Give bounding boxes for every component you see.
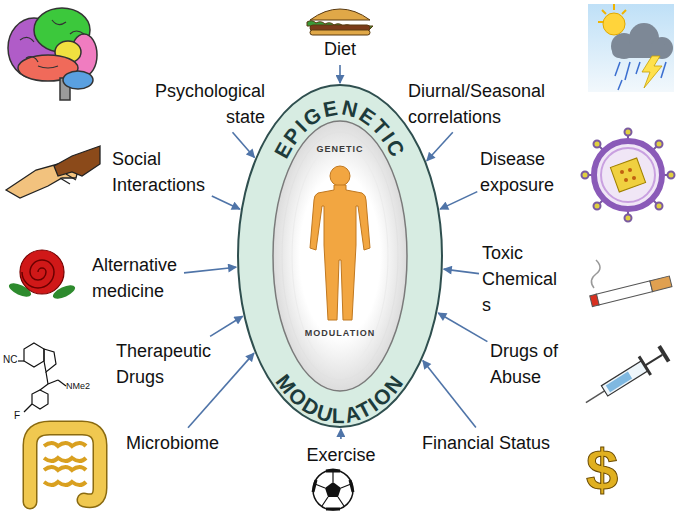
factor-label: Toxic Chemical s [482, 240, 561, 318]
influence-arrow [423, 361, 476, 428]
molecule-label: NMe2 [66, 382, 90, 392]
factor-label: Exercise [304, 442, 377, 468]
factor-text: Psychological state [155, 81, 265, 127]
soccer-ball [313, 470, 353, 510]
influence-arrow [340, 429, 342, 439]
influence-arrow [444, 269, 479, 274]
factor-label: Psychological state [151, 78, 265, 130]
factor-text: Exercise [306, 445, 375, 465]
influence-arrow [184, 267, 236, 273]
virus-icon [582, 129, 675, 222]
burger-icon [307, 9, 373, 35]
epigenetic-oval: EPIGENETICMODULATIONGENETICMODULATION [237, 84, 443, 428]
influence-arrow [233, 132, 255, 157]
factor-label: Diurnal/Seasonal correlations [408, 78, 549, 130]
influence-arrow [427, 132, 453, 161]
inner-heading: GENETIC [272, 144, 408, 154]
influence-arrow [210, 316, 243, 336]
factor-text: Disease exposure [480, 149, 554, 195]
factor-text: Drugs of Abuse [490, 341, 558, 387]
factor-text: Therapeutic Drugs [116, 341, 211, 387]
factor-text: Microbiome [126, 433, 219, 453]
inner-oval-outline [272, 120, 408, 392]
factor-label: Financial Status [422, 430, 554, 456]
intestine-icon [30, 428, 100, 502]
syringe-icon [580, 343, 671, 411]
weather-icon [588, 4, 674, 92]
cigarette-icon [590, 276, 672, 307]
factor-text: Financial Status [422, 433, 550, 453]
influence-arrow [438, 313, 487, 342]
factor-text: Alternative medicine [92, 255, 177, 301]
factor-text: Toxic Chemical s [482, 243, 557, 315]
molecule-label: NC [3, 354, 17, 365]
molecule-label: F [14, 410, 20, 421]
factor-text: Social Interactions [112, 149, 205, 195]
handshake-icon [6, 146, 100, 198]
influence-arrow [339, 65, 341, 83]
factor-label: Social Interactions [112, 146, 209, 198]
factor-text: Diurnal/Seasonal correlations [408, 81, 545, 127]
brain-icon [8, 8, 97, 100]
genetic-oval: GENETIC MODULATION [272, 120, 408, 392]
factor-label: Therapeutic Drugs [116, 338, 215, 390]
inner-footer: MODULATION [272, 328, 408, 338]
factor-label: Microbiome [126, 430, 223, 456]
human-figure [310, 166, 370, 320]
factor-text: Diet [324, 39, 356, 59]
factor-label: Alternative medicine [92, 252, 181, 304]
smoke-curl [591, 260, 600, 288]
rose-icon [7, 250, 77, 302]
dollar-sign: $ [586, 438, 618, 502]
factor-label: Drugs of Abuse [490, 338, 562, 390]
influence-arrow [212, 196, 240, 209]
molecule-structure [18, 343, 66, 412]
factor-label: Diet [322, 36, 358, 62]
influence-arrow [188, 353, 254, 428]
factor-label: Disease exposure [480, 146, 558, 198]
influence-arrow [440, 192, 477, 210]
